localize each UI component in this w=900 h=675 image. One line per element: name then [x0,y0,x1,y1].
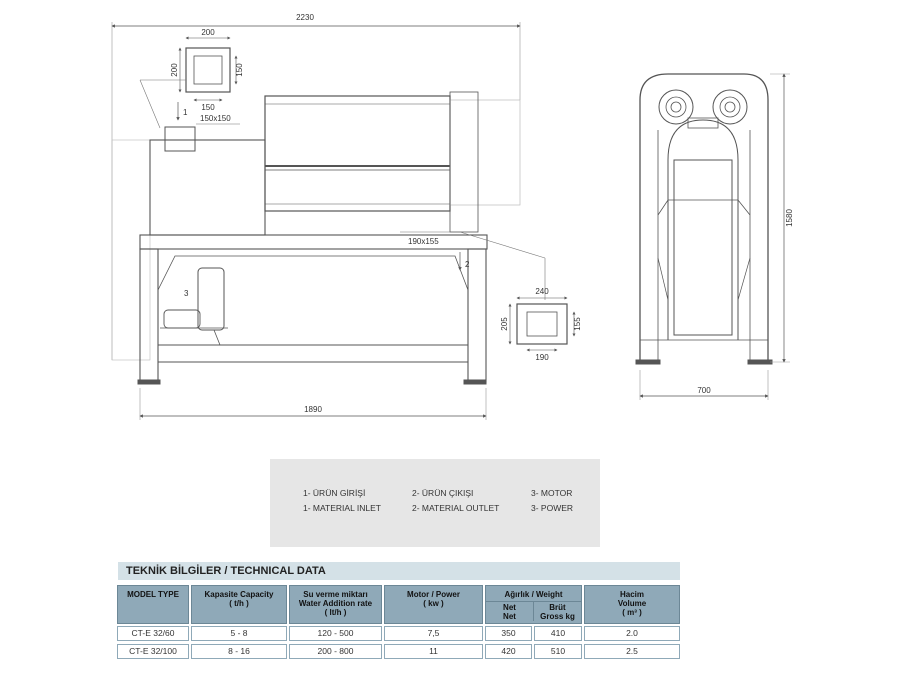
col-gross-label-tr: Brüt [549,603,566,612]
col-gross-label-en: Gross kg [540,612,575,621]
dim-side-height: 1580 [785,209,794,227]
col-weight-label: Ağırlık / Weight [504,590,563,599]
inlet-size-label: 150x150 [200,114,231,123]
col-model-header: MODEL TYPE [117,585,189,624]
col-capacity-header: Kapasite Capacity ( t/h ) [191,585,287,624]
legend-motor-tr: 3- MOTOR [531,488,573,498]
legend-outlet-tr: 2- ÜRÜN ÇIKIŞI [412,488,474,498]
col-volume-unit: ( m³ ) [622,608,642,617]
col-gross-header: Brüt Gross kg [534,601,581,621]
legend-motor-en: 3- POWER [531,503,574,513]
col-motor-label: Motor / Power [407,590,460,599]
dim-side-width: 700 [697,386,711,395]
dim-inlet-width-top: 200 [201,28,215,37]
col-motor-unit: ( kw ) [423,599,444,608]
table-cell-model: CT-E 32/100 [117,644,189,659]
col-model-label: MODEL TYPE [127,590,179,599]
col-capacity-unit: ( t/h ) [229,599,249,608]
outlet-size-label: 190x155 [408,237,439,246]
dim-inlet-height-right: 150 [235,63,244,77]
table-cell-capacity: 8 - 16 [191,644,287,659]
table-cell-volume: 2.0 [584,626,680,641]
col-water-unit: ( lt/h ) [324,608,347,617]
col-motor-header: Motor / Power ( kw ) [384,585,483,624]
table-cell-net: 420 [485,644,532,659]
col-water-header: Su verme miktarı Water Addition rate ( l… [289,585,382,624]
col-net-label-en: Net [503,612,516,621]
dim-base-length: 1890 [304,405,322,414]
col-volume-label-en: Volume [617,599,647,608]
legend-inlet-tr: 1- ÜRÜN GİRİŞİ [303,488,366,498]
dim-outlet-width-top: 240 [535,287,549,296]
col-water-label-en: Water Addition rate [298,599,373,608]
inlet-marker: 1 [183,108,188,117]
dim-outlet-height-left: 205 [500,317,509,331]
table-cell-model: CT-E 32/60 [117,626,189,641]
table-cell-gross: 410 [534,626,582,641]
technical-data-header: TEKNİK BİLGİLER / TECHNICAL DATA [118,562,680,580]
col-capacity-label: Kapasite Capacity [204,590,274,599]
technical-drawing: 2230 200 200 150 150 1 150x150 190x155 2… [111,13,794,420]
dim-total-length: 2230 [296,13,314,22]
legend-outlet-en: 2- MATERIAL OUTLET [412,503,500,513]
outlet-marker: 2 [465,260,470,269]
motor-marker: 3 [184,289,189,298]
dim-inlet-height-left: 200 [170,63,179,77]
col-volume-label-tr: Hacim [619,590,644,599]
table-cell-motor: 7,5 [384,626,483,641]
table-cell-net: 350 [485,626,532,641]
col-net-header: Net Net [486,601,534,621]
col-volume-header: Hacim Volume ( m³ ) [584,585,680,624]
dim-outlet-width-bottom: 190 [535,353,549,362]
table-cell-motor: 11 [384,644,483,659]
table-cell-water: 200 - 800 [289,644,382,659]
table-cell-volume: 2.5 [584,644,680,659]
col-weight-header: Ağırlık / Weight Net Net Brüt Gross kg [485,585,582,624]
table-cell-capacity: 5 - 8 [191,626,287,641]
dim-inlet-width-bottom: 150 [201,103,215,112]
legend-box: 1- ÜRÜN GİRİŞİ 1- MATERIAL INLET 2- ÜRÜN… [270,459,600,547]
dim-outlet-height-right: 155 [573,317,582,331]
technical-data-title: TEKNİK BİLGİLER / TECHNICAL DATA [126,565,326,577]
legend-inlet-en: 1- MATERIAL INLET [303,503,381,513]
table-cell-water: 120 - 500 [289,626,382,641]
col-net-label-tr: Net [503,603,516,612]
table-cell-gross: 510 [534,644,582,659]
col-water-label-tr: Su verme miktarı [303,590,368,599]
